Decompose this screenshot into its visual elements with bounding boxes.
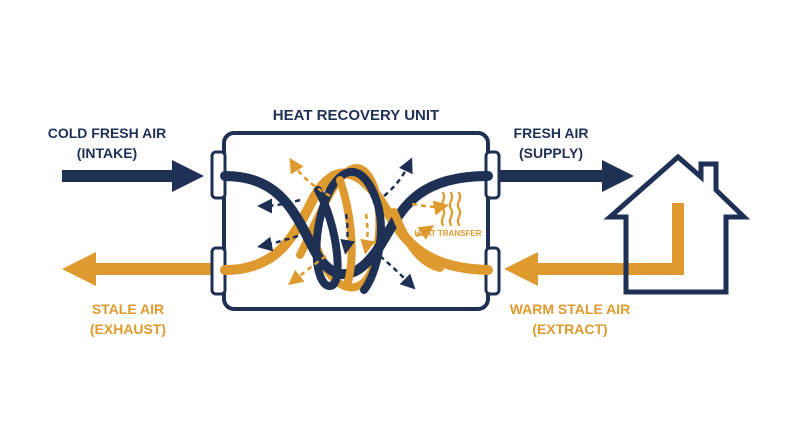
supply-label: (SUPPLY) (519, 145, 583, 161)
exhaust-label: (EXHAUST) (90, 321, 166, 337)
house-icon (603, 153, 751, 295)
unit-title: HEAT RECOVERY UNIT (273, 107, 439, 124)
heat-waves-icon (440, 191, 462, 227)
warm-stale-air-label: WARM STALE AIR (510, 301, 631, 317)
stale-air-label: STALE AIR (92, 301, 164, 317)
supply-arrow (496, 160, 634, 192)
cold-fresh-air-label: COLD FRESH AIR (48, 125, 166, 141)
intake-arrow (62, 160, 204, 192)
heat-recovery-unit-box (210, 131, 501, 311)
fresh-air-label: FRESH AIR (514, 125, 589, 141)
exhaust-arrow (62, 252, 214, 286)
intake-label: (INTAKE) (77, 145, 137, 161)
air-stream-weave (220, 163, 493, 294)
heat-transfer-label: HEAT TRANSFER (415, 229, 482, 238)
extract-label: (EXTRACT) (532, 321, 607, 337)
extract-arrow (504, 252, 684, 286)
